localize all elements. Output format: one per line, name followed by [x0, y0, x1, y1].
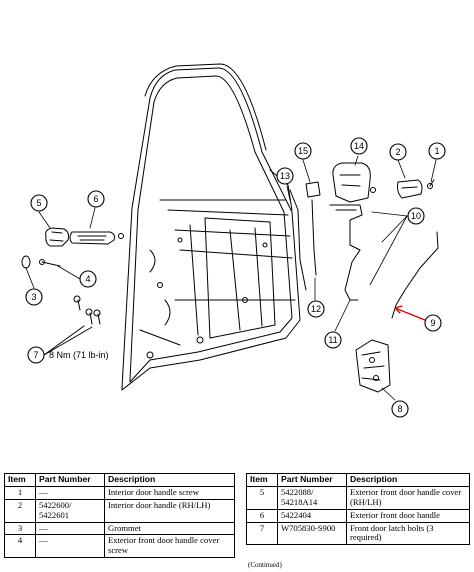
cell-description: Grommet [104, 521, 235, 536]
svg-text:14: 14 [354, 141, 364, 151]
svg-text:15: 15 [298, 146, 308, 156]
callout-8: 8 [391, 400, 409, 418]
svg-text:1: 1 [434, 146, 439, 156]
red-arrow [394, 305, 426, 321]
table-row: 6 5422404 Exterior front door handle [246, 508, 470, 523]
screw-part-1 [427, 179, 435, 189]
col-header-description: Description [346, 473, 470, 487]
cell-item: 2 [4, 498, 36, 523]
cell-item: 7 [246, 521, 278, 546]
callout-15: 15 [294, 142, 312, 160]
cell-description: Exterior front door handle [346, 508, 470, 523]
parts-table-right: Item Part Number Description 5 5422088/ … [246, 473, 470, 546]
svg-text:8: 8 [397, 404, 402, 414]
callout-6: 6 [87, 190, 105, 208]
table-row: 3 — Grommet [4, 521, 235, 536]
cell-description: Exterior front door handle cover (RH/LH) [346, 485, 470, 510]
leader-lines [25, 155, 437, 401]
svg-text:12: 12 [311, 304, 321, 314]
screw-part-4 [39, 259, 61, 267]
callout-12: 12 [307, 300, 325, 318]
svg-text:9: 9 [430, 318, 435, 328]
latch-part-8 [355, 339, 391, 393]
svg-text:5: 5 [36, 198, 41, 208]
svg-text:11: 11 [328, 335, 337, 345]
cell-part-number: — [35, 521, 105, 536]
table-row: 7 W705830-S900 Front door latch bolts (3… [246, 521, 470, 546]
svg-text:7: 7 [33, 350, 38, 360]
col-header-part-number: Part Number [277, 473, 347, 487]
cell-item: 4 [4, 534, 36, 559]
callout-11: 11 [324, 331, 342, 349]
latch-bolts-part [43, 295, 101, 356]
callout-3: 3 [25, 288, 43, 306]
table-row: 4 — Exterior front door handle cover scr… [4, 534, 235, 559]
interior-handle-part-2 [397, 179, 423, 199]
table-header-row: Item Part Number Description [246, 473, 470, 487]
exterior-handle-part [69, 231, 124, 245]
actuator-rod-12 [311, 199, 317, 276]
table-row: 1 — Interior door handle screw [4, 485, 235, 500]
callout-2: 2 [389, 143, 407, 161]
table-row: 2 5422600/ 5422601 Interior door handle … [4, 498, 235, 523]
grommet-part [21, 255, 31, 269]
col-header-part-number: Part Number [35, 473, 105, 487]
callout-4: 4 [79, 270, 97, 288]
cell-part-number: 5422404 [277, 508, 347, 523]
bracket-part-11 [329, 204, 363, 301]
cell-description: Exterior front door handle cover screw [104, 534, 235, 559]
cell-item: 5 [246, 485, 278, 510]
callout-14: 14 [350, 137, 368, 155]
callout-7: 7 [27, 346, 45, 364]
svg-text:10: 10 [411, 211, 421, 221]
callouts: 1 2 3 4 5 6 7 8 9 10 11 12 13 14 15 [25, 137, 446, 418]
parts-table-left: Item Part Number Description 1 — Interio… [4, 473, 235, 559]
svg-text:6: 6 [93, 194, 98, 204]
table-header-row: Item Part Number Description [4, 473, 235, 487]
cell-part-number: W705830-S900 [277, 521, 347, 546]
svg-text:3: 3 [31, 292, 36, 302]
cell-item: 6 [246, 508, 278, 523]
handle-cover-part [45, 227, 69, 247]
cell-description: Interior door handle screw [104, 485, 235, 500]
torque-spec: 8 Nm (71 lb-in) [49, 350, 109, 360]
col-header-description: Description [104, 473, 235, 487]
cell-description: Interior door handle (RH/LH) [104, 498, 235, 523]
cell-item: 1 [4, 485, 36, 500]
cable-part-9 [391, 231, 439, 319]
cell-part-number: 5422088/ 54218A14 [277, 485, 347, 510]
svg-text:4: 4 [85, 274, 90, 284]
door-latch-exploded-diagram: 1 2 3 4 5 6 7 8 9 10 11 12 13 14 15 8 Nm… [21, 63, 446, 418]
latch-part-14 [332, 162, 376, 203]
callout-13: 13 [276, 167, 294, 185]
svg-text:13: 13 [280, 171, 290, 181]
col-header-item: Item [246, 473, 278, 487]
door-frame [121, 63, 301, 391]
callout-10: 10 [407, 207, 425, 225]
actuator-rod-13 [289, 189, 307, 291]
col-header-item: Item [4, 473, 36, 487]
callout-9: 9 [424, 314, 442, 332]
table-row: 5 5422088/ 54218A14 Exterior front door … [246, 485, 470, 510]
callout-5: 5 [30, 194, 48, 212]
svg-text:2: 2 [395, 147, 400, 157]
callout-1: 1 [428, 142, 446, 160]
continued-note: (Continued) [248, 561, 282, 569]
cell-part-number: — [35, 485, 105, 500]
clip-part-15 [305, 181, 321, 198]
cell-part-number: — [35, 534, 105, 559]
cell-description: Front door latch bolts (3 required) [346, 521, 470, 546]
cell-part-number: 5422600/ 5422601 [35, 498, 105, 523]
cell-item: 3 [4, 521, 36, 536]
